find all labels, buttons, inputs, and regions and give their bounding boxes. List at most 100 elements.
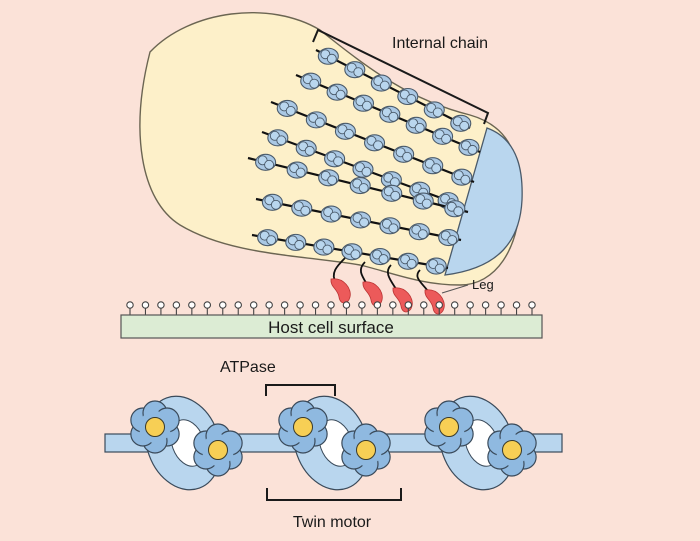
chain bbox=[315, 47, 472, 132]
receptor bbox=[172, 301, 181, 315]
receptor bbox=[126, 301, 134, 315]
chain-motor bbox=[370, 74, 392, 92]
chain bbox=[295, 72, 481, 156]
chain-motor bbox=[326, 83, 348, 101]
chain-filament bbox=[315, 49, 471, 129]
chain-motor bbox=[450, 114, 472, 132]
chain-motor bbox=[458, 138, 480, 156]
receptor bbox=[450, 301, 459, 315]
leg-pointer-line bbox=[441, 284, 469, 294]
chain-motor bbox=[305, 111, 327, 129]
chain-motor bbox=[318, 169, 340, 187]
receptor bbox=[528, 301, 536, 315]
atp-core bbox=[293, 417, 313, 437]
chain-motor bbox=[369, 248, 391, 266]
atpase-flower bbox=[278, 400, 328, 454]
chain-motor bbox=[341, 243, 363, 261]
receptor bbox=[188, 301, 196, 315]
receptor bbox=[466, 301, 474, 315]
receptor bbox=[203, 301, 212, 315]
atpase-flower bbox=[424, 400, 474, 454]
receptor bbox=[389, 301, 397, 315]
chain-motor bbox=[397, 87, 419, 106]
chain-motor bbox=[261, 193, 283, 211]
receptor bbox=[342, 301, 351, 315]
receptor bbox=[420, 301, 428, 315]
receptor bbox=[435, 301, 443, 315]
twin-motor-label: Twin motor bbox=[293, 514, 372, 531]
chain-motor bbox=[432, 127, 454, 145]
atpase-flower bbox=[130, 400, 180, 454]
surface-receptors bbox=[126, 301, 536, 315]
atpase-label: ATPase bbox=[220, 359, 276, 376]
chain-motor bbox=[349, 176, 371, 195]
chain-motor bbox=[380, 171, 402, 189]
chain-motor bbox=[255, 153, 277, 171]
chain-motor bbox=[291, 199, 313, 217]
chain bbox=[251, 229, 449, 275]
chain-motor bbox=[257, 229, 279, 247]
twin-motor bbox=[130, 395, 243, 491]
receptor bbox=[311, 301, 320, 315]
receptor bbox=[497, 301, 505, 315]
leg-label: Leg bbox=[472, 277, 494, 292]
chain-motor bbox=[379, 105, 401, 123]
chain-motor bbox=[405, 116, 427, 134]
chain bbox=[270, 99, 475, 186]
twin-motor bbox=[424, 395, 537, 491]
chain-motor bbox=[295, 139, 317, 157]
chain-motor bbox=[363, 134, 386, 152]
chain-motor bbox=[381, 184, 403, 202]
internal-chain-label: Internal chain bbox=[392, 35, 488, 52]
chain-motor bbox=[324, 150, 346, 168]
twin-motors bbox=[130, 395, 537, 491]
atpase-flower bbox=[341, 423, 391, 477]
chain-motor bbox=[422, 157, 444, 175]
chain bbox=[255, 193, 462, 247]
receptor bbox=[249, 301, 258, 315]
atpase-bracket bbox=[265, 384, 336, 396]
receptor bbox=[219, 301, 227, 315]
receptor bbox=[280, 301, 289, 315]
chain-motor bbox=[352, 94, 375, 112]
chain-motor bbox=[379, 217, 401, 235]
chain-motor bbox=[352, 160, 374, 178]
chain-motor bbox=[276, 99, 298, 117]
atp-core bbox=[502, 440, 522, 460]
chain-motor bbox=[334, 122, 356, 140]
chain-motor bbox=[393, 145, 415, 163]
chain-motor bbox=[349, 211, 372, 229]
host-cell-surface bbox=[120, 314, 543, 339]
receptor bbox=[234, 301, 242, 315]
receptor bbox=[265, 301, 273, 315]
receptor bbox=[481, 301, 490, 315]
chain-motor bbox=[344, 61, 366, 79]
atp-core bbox=[439, 417, 459, 437]
receptor bbox=[327, 301, 335, 315]
receptor bbox=[512, 301, 521, 315]
chain-motor bbox=[300, 72, 322, 90]
receptor bbox=[157, 301, 165, 315]
internal-chain-bracket bbox=[312, 28, 490, 125]
atp-core bbox=[145, 417, 165, 437]
twin-motor-bracket bbox=[266, 488, 402, 501]
twin-motor bbox=[278, 395, 391, 491]
chain-motor bbox=[438, 228, 460, 247]
chain-motor bbox=[423, 101, 445, 119]
chain-motor bbox=[412, 192, 434, 210]
cell-pole-cap bbox=[444, 127, 523, 276]
atp-core bbox=[208, 440, 228, 460]
receptor bbox=[373, 301, 382, 315]
chain-motor bbox=[317, 47, 339, 65]
atp-core bbox=[356, 440, 376, 460]
chain-motor bbox=[408, 223, 430, 241]
chain-motor bbox=[397, 252, 419, 270]
chain-motor bbox=[425, 257, 447, 275]
chain-motor bbox=[313, 238, 335, 256]
receptor bbox=[358, 301, 366, 315]
atpase-flower bbox=[193, 423, 243, 477]
chain-motor bbox=[286, 161, 308, 179]
chain-motor bbox=[444, 200, 466, 218]
internal-chains bbox=[247, 47, 481, 275]
